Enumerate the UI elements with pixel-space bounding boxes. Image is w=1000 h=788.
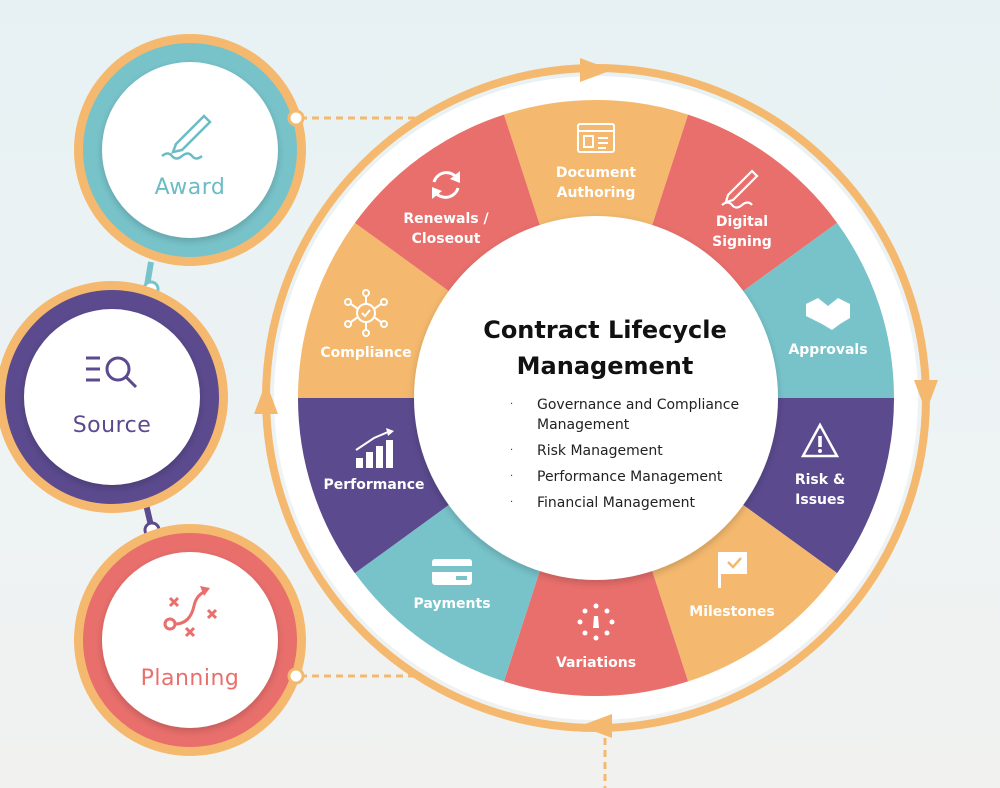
center-item-financial: Financial Management	[537, 495, 695, 511]
phase-source: Source	[0, 281, 228, 539]
document-icon	[577, 123, 615, 153]
network-check-icon	[344, 289, 388, 337]
search-list-icon	[86, 356, 138, 389]
svg-text:Performance: Performance	[323, 477, 424, 493]
svg-text:Milestones: Milestones	[689, 604, 774, 620]
segment-label-payments: Payments	[413, 596, 490, 612]
center-item-performance: Performance Management	[537, 469, 723, 485]
phase-planning: Planning	[74, 524, 306, 756]
center-list-item: · Governance and Compliance Management	[510, 395, 760, 435]
segment-label-document-authoring-2: Authoring	[557, 185, 636, 201]
segment-label-risk-issues-2: Issues	[795, 492, 845, 508]
phase-label-source: Source	[73, 413, 152, 438]
segment-label-variations: Variations	[556, 655, 636, 671]
segment-icons	[344, 123, 850, 641]
segment-label-digital-signing-2: Signing	[712, 234, 772, 250]
center-item-risk: Risk Management	[537, 443, 663, 459]
center-item-governance: Governance and Compliance Management	[537, 397, 740, 433]
svg-text:Payments: Payments	[413, 596, 490, 612]
center-disc	[414, 216, 778, 580]
bullet-icon: ·	[510, 497, 514, 508]
cycle-arrow-left	[254, 382, 278, 414]
segment-label-performance: Performance	[323, 477, 424, 493]
center-list: · Governance and Compliance Management · R…	[510, 395, 760, 519]
bullet-icon: ·	[510, 445, 514, 456]
bullet-icon: ·	[510, 471, 514, 482]
center-list-item: · Risk Management	[510, 441, 760, 461]
dial-icon	[577, 603, 615, 641]
svg-text:Variations: Variations	[556, 655, 636, 671]
strategy-icon	[163, 586, 218, 638]
center-list-item: · Financial Management	[510, 493, 760, 513]
phase-award: Award	[74, 34, 306, 298]
cycle-arrow-bottom	[580, 714, 612, 738]
bar-chart-icon	[355, 428, 394, 468]
segment-label-renewals-2: Closeout	[412, 231, 481, 247]
segment-label-document-authoring-1: Document	[556, 165, 637, 181]
segment-document-authoring	[503, 100, 689, 256]
refresh-icon	[432, 171, 460, 199]
phase-label-planning: Planning	[141, 666, 240, 691]
warning-icon	[800, 422, 840, 458]
svg-text:Approvals: Approvals	[788, 342, 867, 358]
pen-icon	[161, 114, 212, 160]
svg-text:Renewals /Closeout: Renewals / Closeout	[403, 211, 489, 247]
diagram-title: Contract Lifecycle Management	[483, 316, 727, 380]
cycle-arrow-right	[914, 380, 938, 412]
center-list-item: · Performance Management	[510, 467, 760, 487]
segment-label-digital-signing-1: Digital	[716, 214, 768, 230]
segment-label-risk-issues-1: Risk &	[795, 472, 845, 488]
segment-label-renewals-1: Renewals /	[403, 211, 489, 227]
svg-text:Risk &Issues: Risk & Issues	[795, 472, 845, 508]
segment-label-compliance: Compliance	[320, 345, 411, 361]
credit-card-icon	[432, 559, 472, 585]
handshake-icon	[806, 298, 850, 330]
cycle-arrow-top	[580, 58, 612, 82]
flag-check-icon	[718, 552, 747, 588]
bullet-icon: ·	[510, 399, 514, 410]
phase-label-award: Award	[155, 175, 226, 200]
pen-signing-icon	[721, 169, 759, 209]
svg-text:Compliance: Compliance	[320, 345, 411, 361]
segment-label-approvals: Approvals	[788, 342, 867, 358]
segment-label-milestones: Milestones	[689, 604, 774, 620]
